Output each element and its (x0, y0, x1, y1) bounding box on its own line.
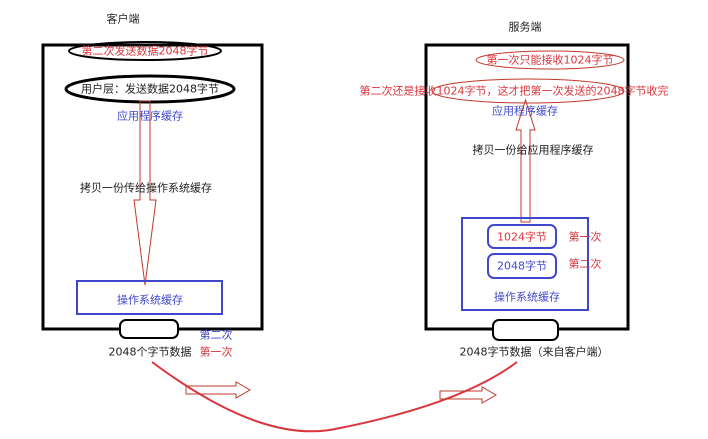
client-port (119, 319, 179, 339)
server-second-receive: 第二次还是接收1024字节，这才把第一次发送的2048字节收完 (359, 84, 669, 98)
client-data-label: 2048个字节数据 (108, 345, 192, 359)
server-up-arrow (515, 98, 536, 223)
server-first-receive-ellipse (475, 50, 625, 70)
server-first-receive: 第一次只能接收1024字节 (486, 53, 614, 67)
client-app-buffer: 应用程序缓存 (117, 109, 183, 123)
server-second-receive-ellipse (431, 78, 625, 104)
server-os-buffer: 操作系统缓存 (494, 290, 560, 304)
server-os-buffer-box (461, 217, 589, 311)
server-data-label: 2048字节数据（来自客户端） (459, 345, 609, 359)
server-chunk2: 2048字节 (497, 259, 547, 273)
server-chunk1-box (487, 224, 557, 249)
server-title: 服务端 (508, 20, 542, 34)
client-os-buffer: 操作系统缓存 (117, 293, 183, 307)
transfer-arrow-left (185, 381, 252, 399)
server-copy-label: 拷贝一份给应用程序缓存 (472, 143, 594, 157)
client-os-buffer-box (76, 280, 223, 315)
client-title: 客户端 (106, 12, 140, 26)
client-second-send-ellipse (68, 41, 222, 61)
server-chunk2-label: 第二次 (568, 257, 602, 271)
client-second-label: 第二次 (199, 328, 233, 342)
client-user-layer: 用户层：发送数据2048字节 (81, 82, 219, 96)
client-down-arrow (133, 100, 157, 286)
transfer-curve (151, 361, 518, 433)
transfer-arrow-right (439, 386, 498, 404)
server-app-buffer: 应用程序缓存 (492, 104, 558, 118)
client-first-label: 第一次 (199, 345, 233, 359)
server-port (492, 319, 559, 341)
server-chunk1: 1024字节 (497, 230, 547, 244)
client-copy-label: 拷贝一份传给操作系统缓存 (80, 181, 212, 195)
server-chunk2-box (487, 253, 557, 279)
server-chunk1-label: 第一次 (568, 230, 602, 244)
client-second-send: 第二次发送数据2048字节 (81, 44, 209, 58)
